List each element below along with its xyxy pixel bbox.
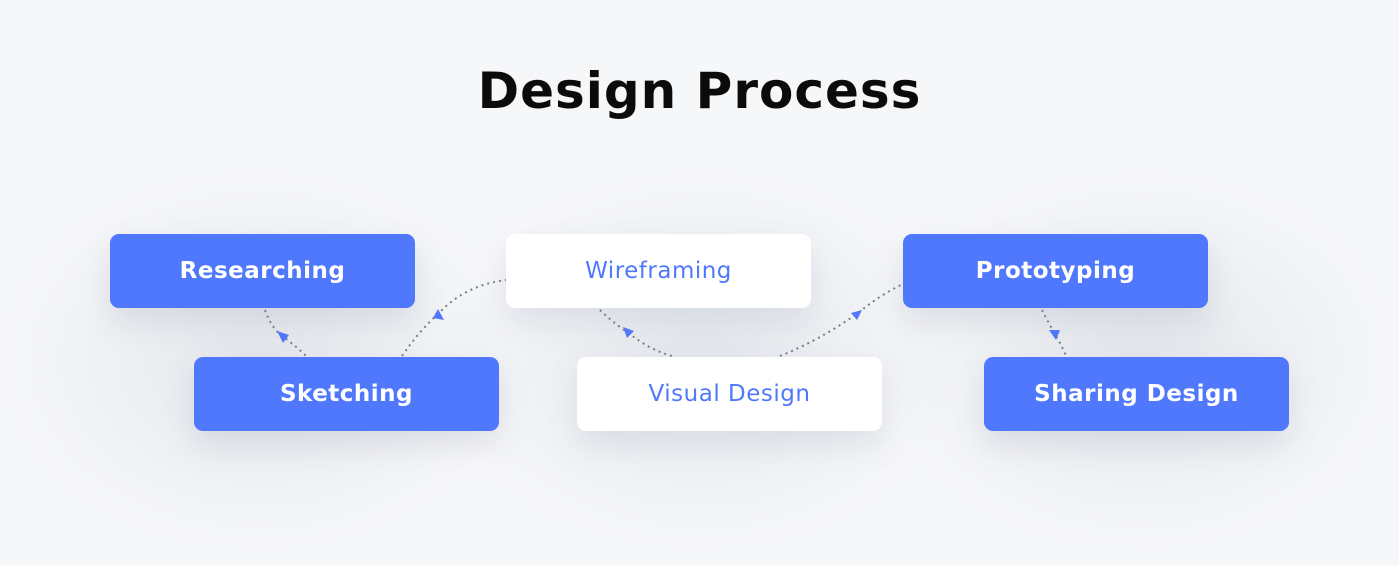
diagram-title: Design Process: [477, 62, 922, 120]
step-label: Sketching: [279, 381, 414, 407]
connector-prototyping-sharing: [1041, 309, 1067, 357]
step-sharing-design: Sharing Design: [984, 357, 1289, 431]
connector-researching-sketching: [264, 309, 307, 357]
step-label: Researching: [179, 258, 346, 284]
arrowhead-icon: [277, 331, 289, 343]
step-label: Wireframing: [585, 258, 732, 284]
step-researching: Researching: [110, 234, 415, 308]
step-visual-design: Visual Design: [577, 357, 882, 431]
step-label: Prototyping: [975, 258, 1136, 284]
step-prototyping: Prototyping: [903, 234, 1208, 308]
step-label: Sharing Design: [1034, 381, 1239, 407]
connector-sketching-wireframing: [401, 279, 507, 357]
connector-wireframing-visual: [599, 309, 673, 357]
arrowhead-icon: [623, 327, 634, 338]
arrowhead-icon: [1049, 330, 1060, 340]
arrowhead-icon: [851, 310, 862, 320]
step-sketching: Sketching: [194, 357, 499, 431]
step-label: Visual Design: [648, 381, 811, 407]
arrowhead-icon: [433, 309, 444, 320]
step-wireframing: Wireframing: [506, 234, 811, 308]
